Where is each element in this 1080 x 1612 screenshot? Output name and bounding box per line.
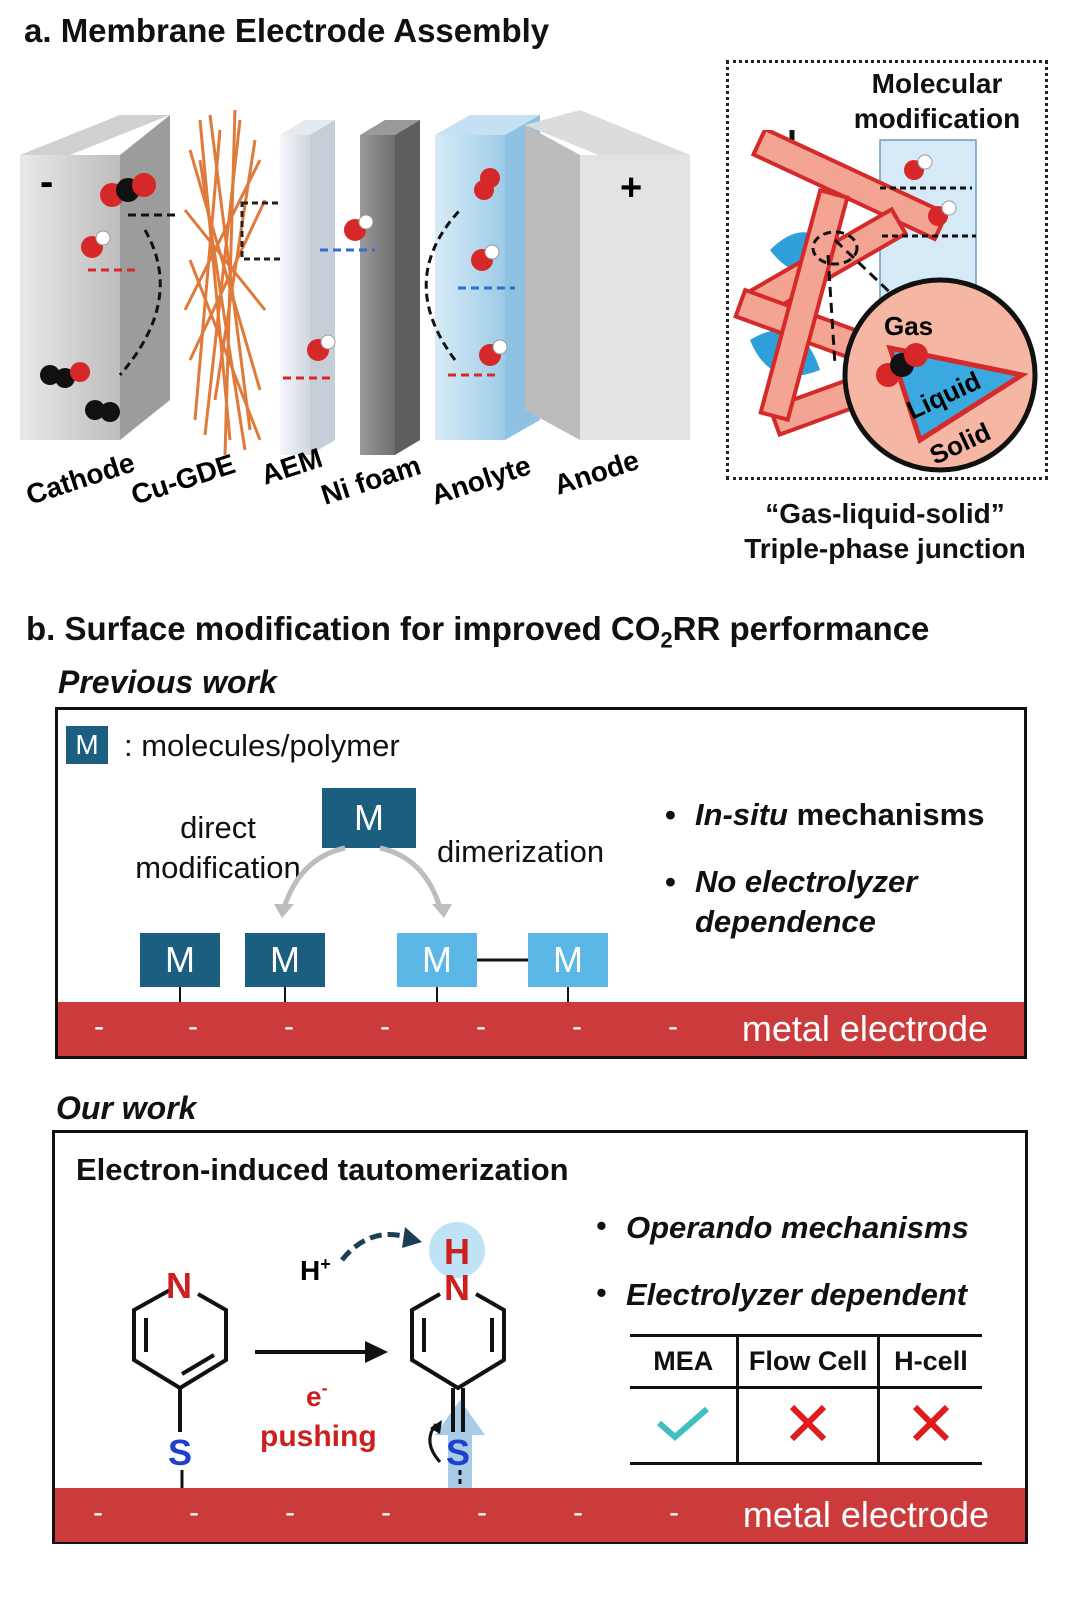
hydroxide-molecule [344, 214, 374, 241]
proton-arrow [340, 1232, 411, 1262]
atom-n-left: N [166, 1265, 192, 1306]
table-header-mea: MEA [630, 1334, 740, 1389]
atom-s-left: S [168, 1432, 192, 1473]
anode-plate [525, 110, 690, 440]
inset-caption-line1: “Gas-liquid-solid” [765, 498, 1005, 529]
table-cell-h-cell [878, 1387, 982, 1465]
our-bullet-1: Operando mechanisms [626, 1210, 969, 1245]
legend-m-box: M [66, 726, 108, 764]
table-header-flow-cell: Flow Cell [737, 1334, 880, 1389]
flow-arrows [88, 208, 515, 380]
pyridine-ring-right [410, 1292, 506, 1432]
cross-icon [912, 1404, 950, 1442]
table-cell-flow-cell [737, 1387, 880, 1465]
our-work-heading: Our work [56, 1090, 197, 1126]
cathode-sign: - [40, 160, 53, 204]
pyridine-ring-left [132, 1288, 228, 1432]
check-icon [657, 1406, 710, 1441]
legend-text: : molecules/polymer [124, 728, 400, 763]
layer-label-cathode: Cathode [22, 447, 138, 511]
layer-label-anode: Anode [550, 444, 642, 500]
mea-illustration: - + [20, 109, 690, 511]
previous-bullet-1: •In-situ mechanisms [665, 797, 985, 832]
atom-s-right: S [446, 1432, 470, 1473]
electron-push-arrow [435, 1400, 485, 1490]
m-box-dimer-2: M [528, 933, 608, 987]
co2-molecule [100, 173, 156, 207]
our-work-box [52, 1130, 1028, 1544]
inset-caption-line2: Triple-phase junction [744, 533, 1026, 564]
table-header-h-cell: H-cell [878, 1334, 982, 1389]
pushing-label: pushing [260, 1420, 377, 1453]
our-bullet-2: Electrolyzer dependent [626, 1277, 968, 1312]
previous-work-box [55, 707, 1027, 1059]
phase-gas: Gas [884, 311, 933, 341]
inset-label: Molecular modification [853, 68, 1021, 134]
layer-label-cu-gde: Cu-GDE [127, 448, 239, 511]
atom-n-right: N [444, 1267, 470, 1308]
m-box-dimer-1: M [397, 933, 477, 987]
hydroxide-molecule-3 [471, 244, 500, 271]
cross-icon [790, 1404, 827, 1442]
table-cell-mea [630, 1387, 740, 1465]
our-electrode: - - - - - - - metal electrode [55, 1488, 1025, 1542]
our-electrode-label: metal electrode [742, 1494, 989, 1535]
m-box-direct-2: M [245, 933, 325, 987]
our-bullet-1-dot: • [596, 1208, 607, 1243]
ethylene-molecule [40, 362, 90, 388]
inset-caption: “Gas-liquid-solid” Triple-phase junction [705, 496, 1065, 566]
aem-membrane [280, 120, 335, 455]
label-dimerization: dimerization [437, 834, 605, 869]
proton-label: H+ [300, 1254, 331, 1286]
oxygen-molecule [474, 168, 500, 200]
panel-a-title: a. Membrane Electrode Assembly [24, 12, 550, 49]
previous-arrows [274, 845, 452, 918]
cu-gde-fibers [183, 109, 267, 456]
our-box-title: Electron-induced tautomerization [76, 1152, 569, 1187]
ni-foam-plate [360, 120, 420, 455]
water-molecule [81, 230, 111, 258]
previous-electrode: - - - - - - - metal electrode [58, 1002, 1024, 1056]
anode-sign: + [620, 167, 642, 209]
electrolyzer-table: MEA Flow Cell H-cell [630, 1334, 982, 1465]
previous-work-heading: Previous work [58, 664, 277, 700]
hydroxide-molecule-2 [307, 334, 336, 361]
layer-label-ni-foam: Ni foam [317, 449, 424, 510]
h-highlight [429, 1222, 485, 1278]
m-box-top: M [322, 788, 416, 848]
layer-label-anolyte: Anolyte [427, 449, 534, 510]
inset-box [726, 60, 1048, 480]
atom-h-right: H [444, 1231, 470, 1272]
panel-b-title: b. Surface modification for improved CO2… [26, 610, 930, 653]
anolyte-layer [435, 115, 540, 440]
previous-electrode-label: metal electrode [741, 1008, 988, 1049]
hydroxide-molecule-4 [479, 339, 508, 366]
electron-label: e- [306, 1378, 328, 1412]
our-bullet-2-dot: • [596, 1275, 607, 1310]
m-box-direct-1: M [140, 933, 220, 987]
ethylene-molecule-2 [85, 400, 120, 422]
tautomerization-scheme: N S H+ e- pushing H N S [132, 1222, 506, 1490]
layer-label-aem: AEM [257, 442, 326, 491]
inset-illustration: Gas Liquid Solid [733, 130, 1038, 473]
previous-linkers [179, 958, 569, 1002]
label-direct: direct modification [135, 810, 301, 886]
